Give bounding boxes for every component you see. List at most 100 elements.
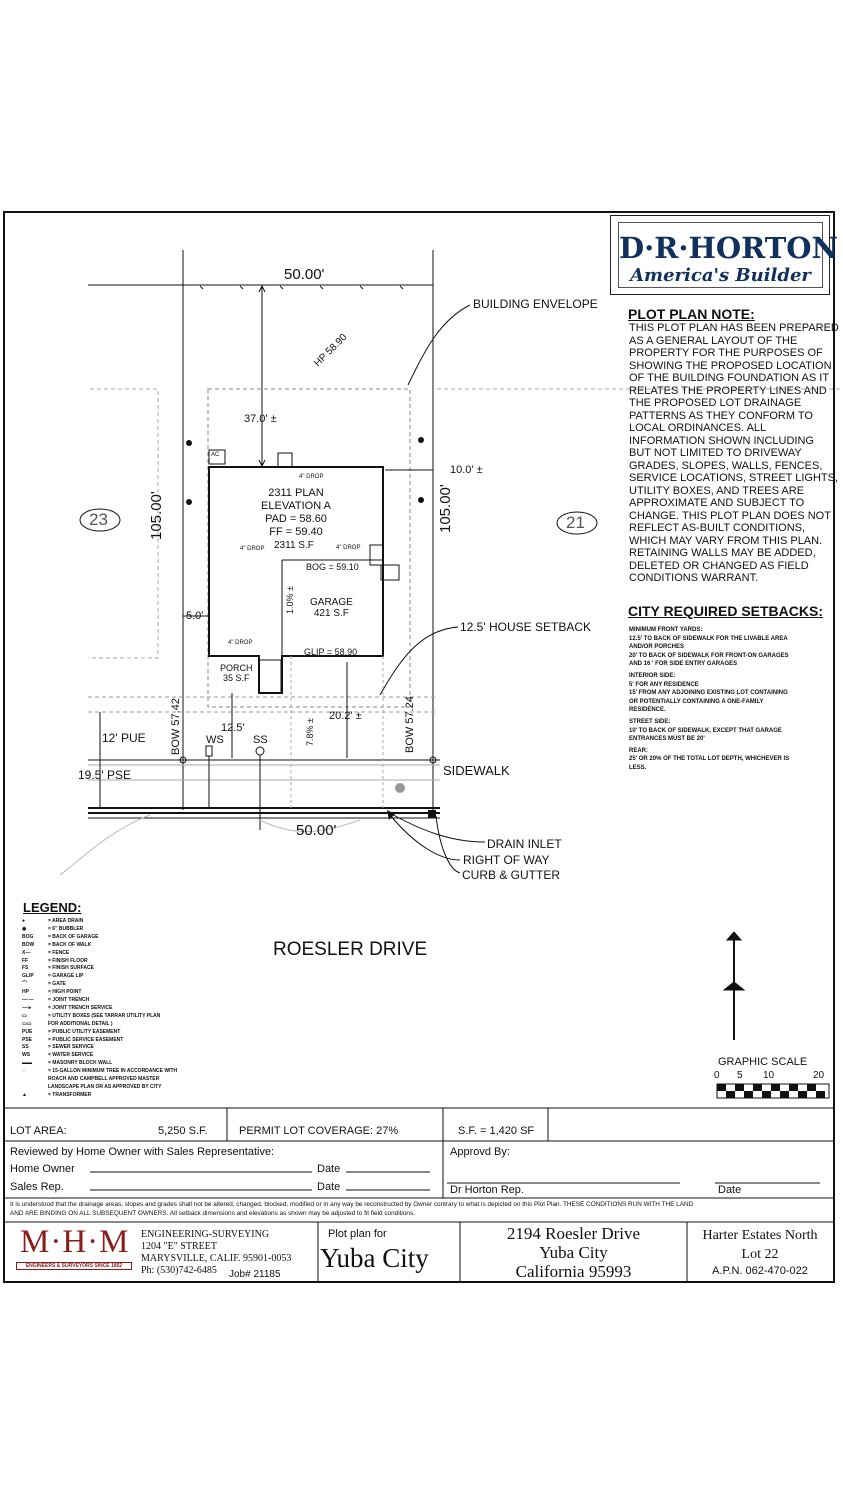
setback-line: 20' TO BACK OF SIDEWALK FOR FRONT-ON GAR…: [629, 652, 789, 659]
ac-label: AC: [211, 452, 220, 458]
approved-by-label: Approvd By:: [450, 1146, 510, 1158]
plot-note-line: REFLECT AS-BUILT CONDITIONS,: [629, 522, 806, 534]
setback-line: INTERIOR SIDE:: [629, 672, 676, 679]
garage-label: GARAGE: [310, 597, 353, 608]
legend-description: ROACH AND CAMPBELL APPROVED MASTER: [48, 1076, 160, 1082]
plot-note-line: CHANGE. THIS PLOT PLAN DOES NOT: [629, 509, 831, 522]
scale-tick-0: 0: [714, 1070, 720, 1081]
legend-symbol: ⌒: [22, 981, 28, 988]
legend-symbol: ◉: [22, 925, 27, 932]
curb-gutter-label: CURB & GUTTER: [462, 868, 561, 882]
drop-label-left: 4" DROP: [240, 546, 265, 552]
legend-symbol: PSE: [22, 1036, 33, 1043]
legend-description: = 15-GALLON MINIMUM TREE IN ACCORDANCE W…: [48, 1068, 178, 1075]
legend-item: X—= FENCE: [22, 950, 69, 956]
porch-label: PORCH: [220, 663, 253, 673]
sales-rep-label: Sales Rep.: [10, 1181, 64, 1193]
setback-line: 5' FOR ANY RESIDENCE: [629, 681, 699, 688]
lot-area-label: LOT AREA:: [10, 1125, 67, 1137]
setbacks-body: MINIMUM FRONT YARDS: 12.5' TO BACK OF SID…: [629, 626, 789, 773]
lot-number: Lot 22: [741, 1247, 779, 1262]
subdivision-info: Harter Estates North Lot 22 A.P.N. 062-4…: [687, 1226, 833, 1278]
setback-line: 25' OR 20% OF THE TOTAL LOT DEPTH, WHICH…: [629, 756, 790, 763]
drain-inlet-label: DRAIN INLET: [487, 837, 562, 851]
logo-tagline: America's Builder: [630, 265, 811, 286]
legend-symbol: —·▸: [22, 1004, 32, 1011]
legend-item: ●= AREA DRAIN: [22, 918, 83, 924]
plot-note-title: PLOT PLAN NOTE:: [628, 306, 755, 322]
setback-line: LESS.: [629, 764, 647, 771]
finish-floor: FF = 59.40: [269, 526, 323, 538]
legend-item: HP= HIGH POINT: [22, 989, 81, 995]
garage-slope: 1.0% ±: [285, 586, 295, 614]
setback-line: MINIMUM FRONT YARDS:: [629, 627, 703, 633]
legend-description: = FINISH FLOOR: [48, 957, 88, 964]
legend-description: LANDSCAPE PLAN OR AS APPROVED BY CITY: [48, 1083, 162, 1090]
garage-sf: 421 S.F: [313, 608, 349, 619]
legend-symbol: HP: [22, 989, 29, 996]
date-label-owner: Date: [317, 1163, 341, 1175]
legend-description: = WATER SERVICE: [48, 1052, 94, 1059]
setback-line: STREET SIDE:: [629, 718, 671, 725]
legend-symbol: ▲: [22, 1091, 27, 1098]
logo-brand: D·R·HORTON: [619, 231, 839, 265]
plot-note-line: THIS PLOT PLAN HAS BEEN PREPARED: [629, 322, 839, 334]
legend-item: ◉ = 6" BUBBLER: [22, 926, 83, 932]
lot-coverage: PERMIT LOT COVERAGE: 27%: [239, 1125, 399, 1137]
front-setback-20-2: 20.2' ±: [329, 710, 362, 722]
setback-line: ENTRANCES MUST BE 20': [629, 736, 705, 743]
scale-tick-5: 5: [737, 1070, 743, 1081]
address-line-1: 2194 Roesler Drive: [506, 1224, 641, 1243]
legend-item: BOW= BACK OF WALK: [22, 942, 91, 948]
plot-note-line: CONDITIONS WARRANT.: [629, 572, 759, 584]
porch-info: PORCH 35 S.F: [220, 663, 253, 683]
disclaimer-line-1: It is understood that the drainage areas…: [10, 1201, 694, 1208]
drop-label-porch: 4" DROP: [228, 640, 253, 646]
reviewed-label: Reviewed by Home Owner with Sales Repres…: [10, 1146, 275, 1158]
lot-21-label: 21: [566, 513, 585, 532]
legend-item: ▭= UTILITY BOXES (SEE TARRAR UTILITY PLA…: [22, 1013, 160, 1019]
legend-description: = FINISH SURFACE: [48, 965, 94, 972]
legend-symbol: ●: [22, 918, 26, 924]
plot-note-line: RELATES THE PROPERTY LINES AND: [629, 384, 827, 397]
legend-item: GLIP= GARAGE LIP: [22, 973, 83, 979]
legend-symbol: X—: [22, 949, 31, 956]
legend-description: = BACK OF GARAGE: [48, 933, 99, 940]
porch-sf: 35 S.F: [223, 673, 250, 683]
setback-line: AND/OR PORCHES: [629, 644, 685, 651]
legend-symbol: FS: [22, 965, 29, 972]
plot-note-line: BUT NOT LIMITED TO DRIVEWAY: [629, 447, 802, 459]
bog-label: BOG = 59.10: [306, 562, 359, 572]
glip-label: GLIP = 58.90: [304, 647, 358, 657]
drive-slope: 7.8% ±: [305, 718, 315, 746]
legend-symbol: ◌: [22, 1068, 25, 1075]
legend-description: = 6" BUBBLER: [48, 925, 84, 932]
address-line-3: California 95993: [515, 1262, 632, 1281]
setback-line: OR POTENTIALLY CONTAINING A ONE-FAMILY: [629, 698, 764, 705]
address-line-2: Yuba City: [539, 1243, 608, 1262]
sewer-service-label: SS: [253, 734, 268, 746]
drop-label-top: 4" DROP: [299, 474, 324, 480]
plot-plan-for-label: Plot plan for: [328, 1228, 387, 1240]
legend-item: FS = FINISH SURFACE: [22, 965, 94, 971]
setback-line: 10' TO BACK OF SIDEWALK, EXCEPT THAT GAR…: [629, 727, 782, 734]
plot-note-line: APPROXIMATE AND SUBJECT TO: [629, 497, 805, 509]
bottom-width-label: 50.00': [296, 822, 337, 839]
legend-description: = PUBLIC UTILITY EASEMENT: [48, 1028, 121, 1035]
pue-label: 12' PUE: [102, 731, 146, 745]
legend-item: WS= WATER SERVICE: [22, 1052, 93, 1058]
pse-label: 19.5' PSE: [78, 768, 131, 782]
legend-description: = MASONRY BLOCK WALL: [48, 1060, 113, 1067]
setback-line: 12.5' TO BACK OF SIDEWALK FOR THE LIVABL…: [629, 635, 788, 642]
legend-item: BOG= BACK OF GARAGE: [22, 934, 98, 940]
plot-note-line: AS A GENERAL LAYOUT OF THE: [629, 334, 798, 347]
side-setback-left-label: 5.0': [186, 610, 204, 622]
right-depth-label: 105.00': [437, 484, 454, 533]
elevation-label: ELEVATION A: [261, 500, 331, 512]
legend-description: = PUBLIC SERVICE EASEMENT: [48, 1036, 124, 1043]
mhm-tagline: ENGINEERS & SURVEYORS SINCE 1852: [16, 1262, 132, 1270]
plot-note-line: UTILITY BOXES, AND TREES ARE: [629, 484, 805, 497]
legend-description: = BACK OF WALK: [48, 941, 92, 948]
street-name: ROESLER DRIVE: [273, 939, 428, 960]
